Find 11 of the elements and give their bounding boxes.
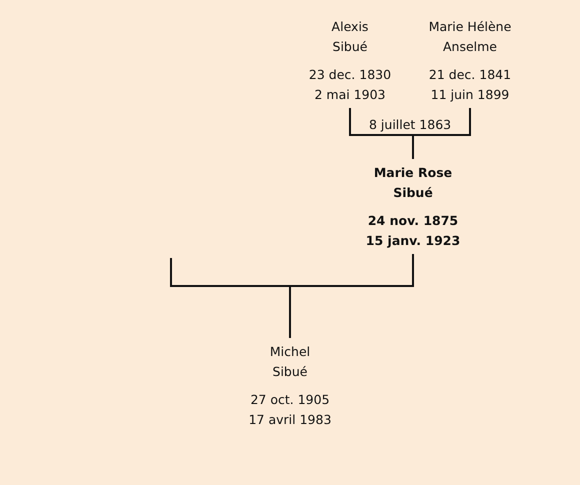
family-line: [289, 254, 414, 338]
person-name: Alexis Sibué: [330, 18, 370, 56]
person-name: Marie Hélène Anselme: [428, 18, 512, 56]
person-name: Michel Sibué: [268, 343, 312, 381]
family-line: [412, 108, 471, 159]
life-dates: 21 dec. 1841 11 juin 1899: [428, 66, 512, 104]
person-name: Marie Rose Sibué: [372, 164, 454, 202]
life-dates: 23 dec. 1830 2 mai 1903: [308, 66, 392, 104]
marriage-date: 8 juillet 1863: [367, 117, 454, 133]
life-dates: 24 nov. 1875 15 janv. 1923: [364, 212, 462, 250]
life-dates: 27 oct. 1905 17 avril 1983: [248, 391, 332, 429]
